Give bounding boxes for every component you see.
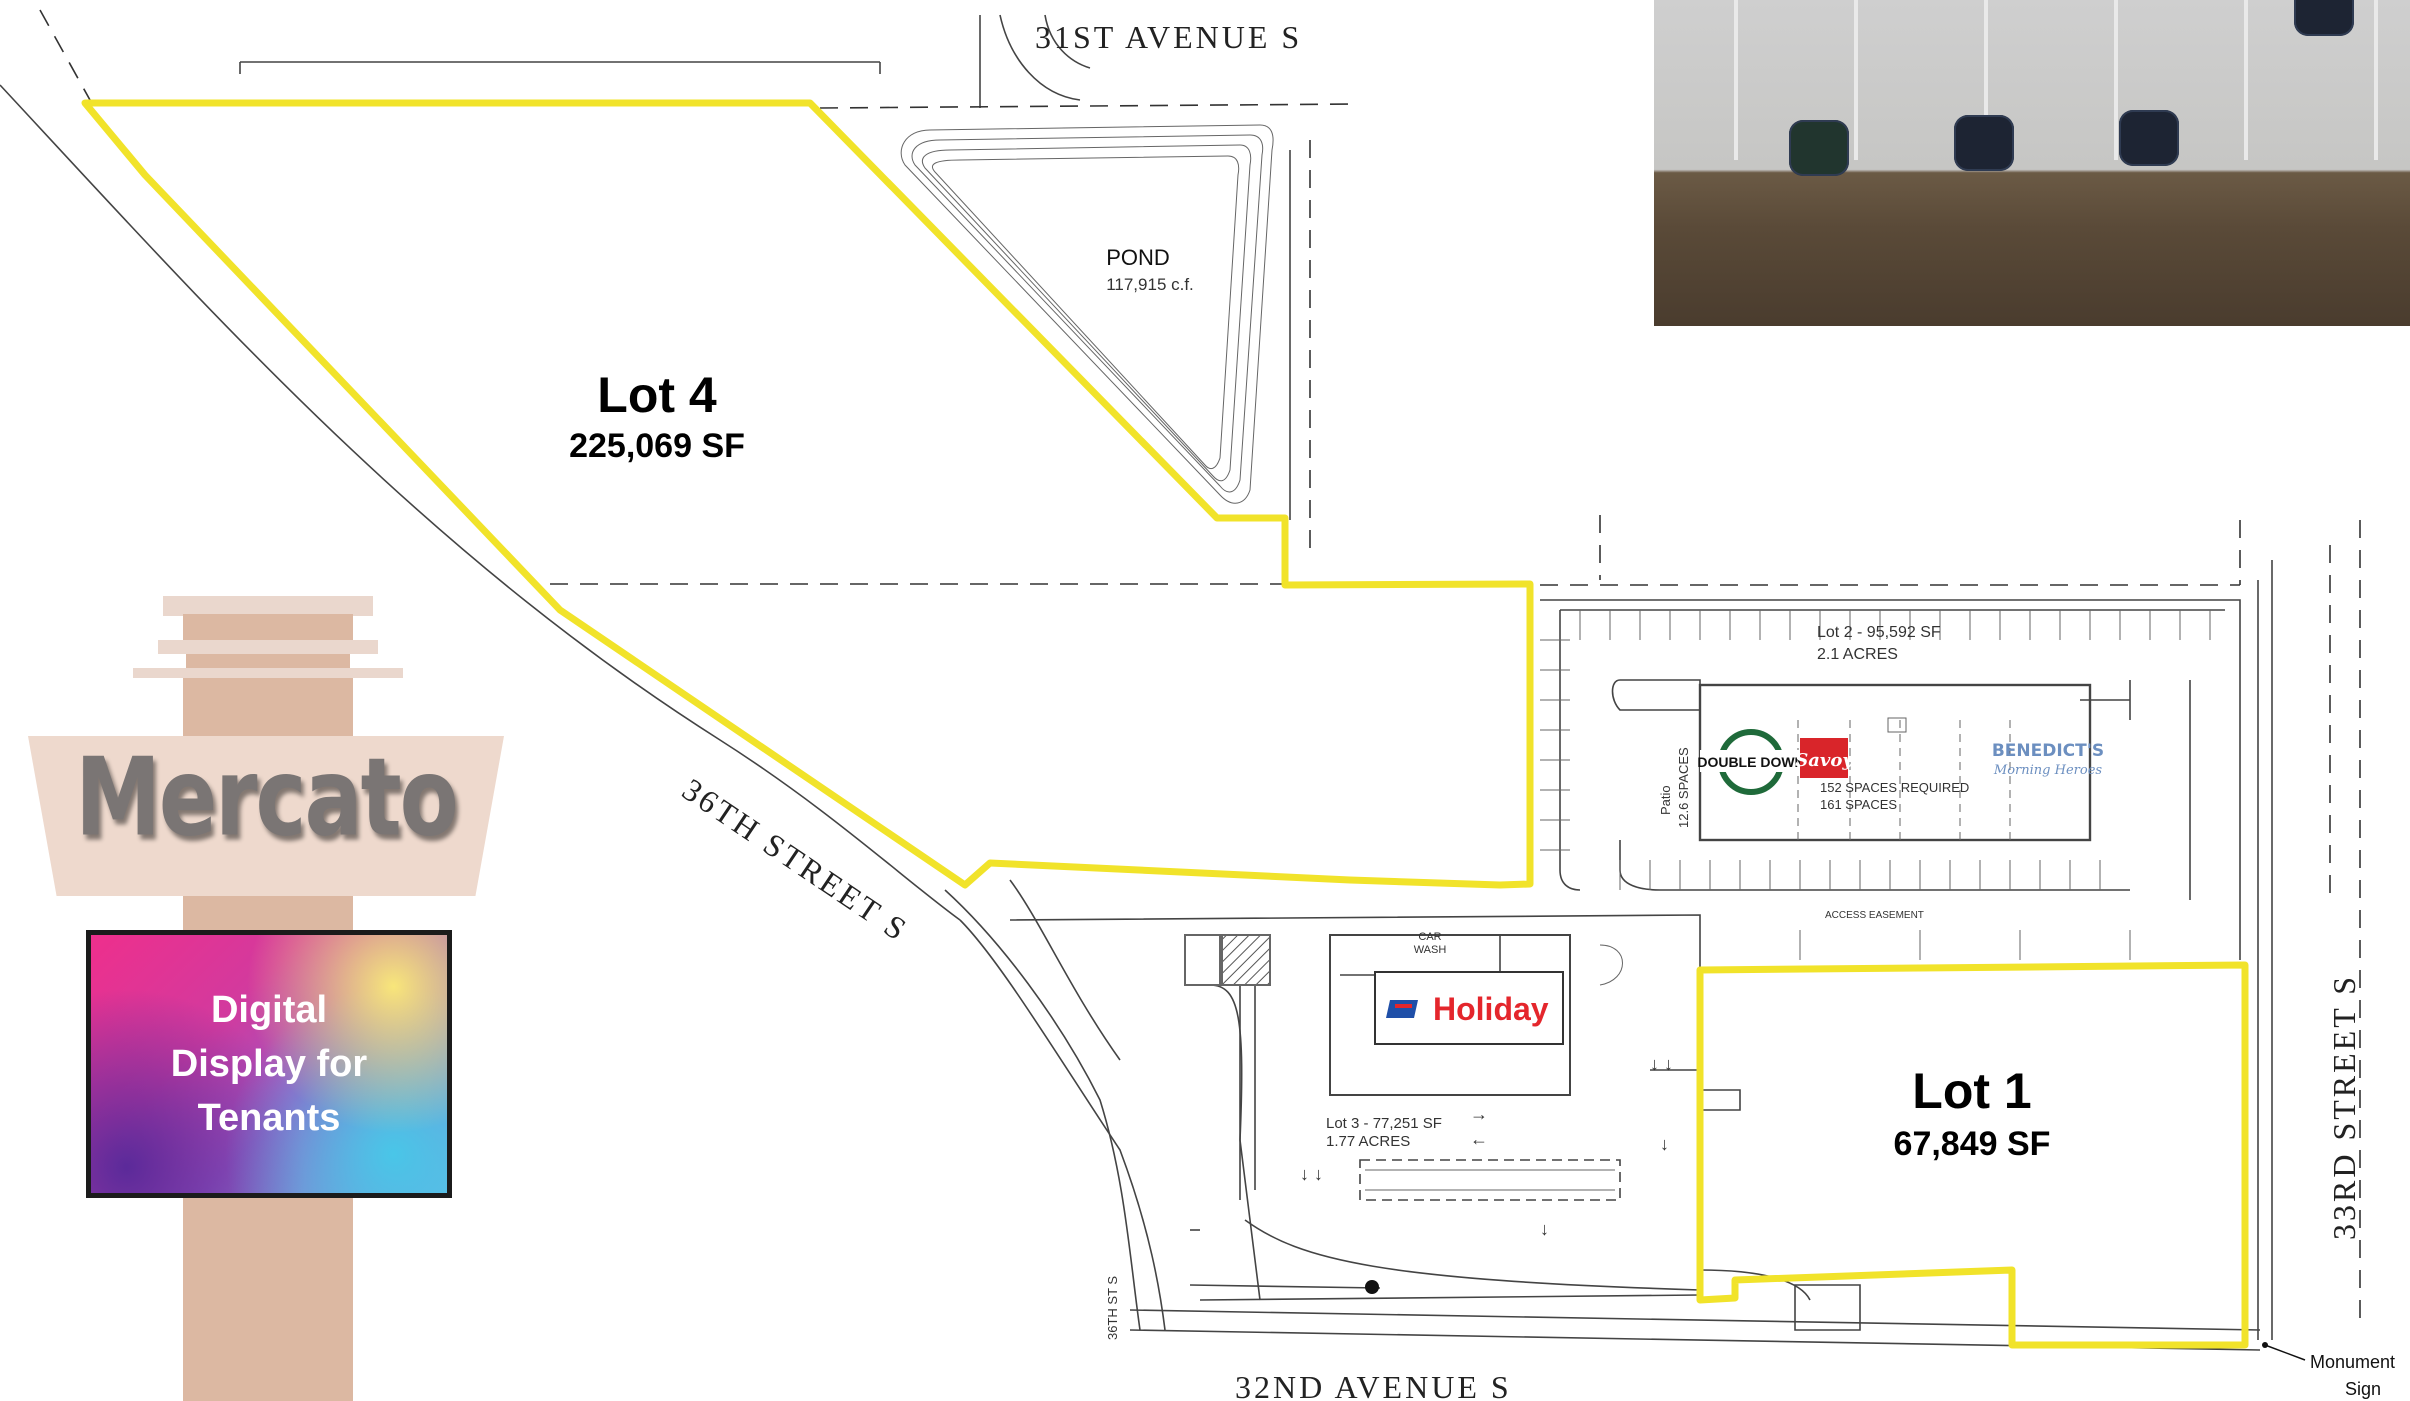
lot2-acres: 2.1 ACRES <box>1817 646 1898 663</box>
aerial-photo <box>1654 0 2410 326</box>
street-label-36th-street: 36TH STREET S <box>676 771 915 949</box>
car-wash-label-1: CAR <box>1418 931 1441 943</box>
monument-sign-illustration: Mercato Digital Display for Tenants <box>28 596 508 1401</box>
svg-text:↓ ↓: ↓ ↓ <box>1300 1164 1323 1184</box>
digital-display-panel: Digital Display for Tenants <box>86 930 452 1198</box>
car-wash-label-2: WASH <box>1414 944 1447 956</box>
mercato-brand-text: Mercato <box>75 735 459 861</box>
parked-car <box>1789 120 1849 176</box>
traffic-arrows: ↓ ↓ ↓ ↓ ↓ → ← ↓ <box>1300 1054 1673 1239</box>
svg-text:→: → <box>1470 1104 1488 1124</box>
pond-volume: 117,915 c.f. <box>1106 275 1194 294</box>
street-label-32nd-avenue: 32ND AVENUE S <box>1235 1369 1512 1401</box>
lot4-boundary <box>81 99 1534 889</box>
access-easement-label: ACCESS EASEMENT <box>1825 910 1924 921</box>
plan-linework: ↓ ↓ ↓ ↓ ↓ → ← ↓ <box>0 9 2361 1351</box>
monument-callout-line2: Sign <box>2345 1379 2381 1399</box>
lot4-area: 225,069 SF <box>569 427 745 465</box>
patio-label: Patio <box>1658 785 1673 815</box>
pond-label: POND <box>1106 245 1170 270</box>
svg-text:←: ← <box>1470 1129 1488 1149</box>
street-label-36th-st-small: 36TH ST S <box>1105 1276 1120 1340</box>
parked-car <box>2294 0 2354 36</box>
double-down-logo: DOUBLE DOWN <box>1697 729 1805 795</box>
svg-text:↓ ↓: ↓ ↓ <box>1650 1054 1673 1074</box>
savoy-name: Savoy <box>1795 750 1854 771</box>
holiday-name: Holiday <box>1433 991 1549 1027</box>
svg-text:↓: ↓ <box>1660 1134 1669 1154</box>
parked-car <box>1954 115 2014 171</box>
lot2-spaces-required: 152 SPACES REQUIRED <box>1820 780 1969 795</box>
lot4-title: Lot 4 <box>597 367 717 423</box>
patio-spaces: 12.6 SPACES <box>1676 747 1691 828</box>
lot1-title: Lot 1 <box>1912 1063 2031 1119</box>
double-down-name: DOUBLE DOWN <box>1697 754 1804 770</box>
street-label-33rd-street: 33RD STREET S <box>2326 974 2362 1240</box>
benedicts-tagline: Morning Heroes <box>1993 763 2102 778</box>
svg-text:↓: ↓ <box>1540 1219 1549 1239</box>
monument-callout-leader <box>2264 1344 2306 1361</box>
parked-car <box>2119 110 2179 166</box>
benedicts-logo: BENEDICT'S Morning Heroes <box>1992 741 2104 778</box>
digital-display-text: Digital Display for Tenants <box>170 989 368 1139</box>
lot3-acres: 1.77 ACRES <box>1326 1133 1410 1150</box>
lot2-spaces-provided: 161 SPACES <box>1820 797 1897 812</box>
lot2-label: Lot 2 - 95,592 SF <box>1817 624 1941 641</box>
monument-callout-line1: Monument <box>2310 1352 2395 1372</box>
holiday-logo: Holiday <box>1374 971 1564 1045</box>
benedicts-name: BENEDICT'S <box>1992 741 2104 761</box>
lot1-area: 67,849 SF <box>1894 1125 2051 1163</box>
lot3-label: Lot 3 - 77,251 SF <box>1326 1115 1442 1132</box>
street-label-31st-avenue: 31ST AVENUE S <box>1035 19 1302 55</box>
lot1-boundary <box>1696 961 2249 1349</box>
savoy-logo: Savoy <box>1795 738 1854 778</box>
